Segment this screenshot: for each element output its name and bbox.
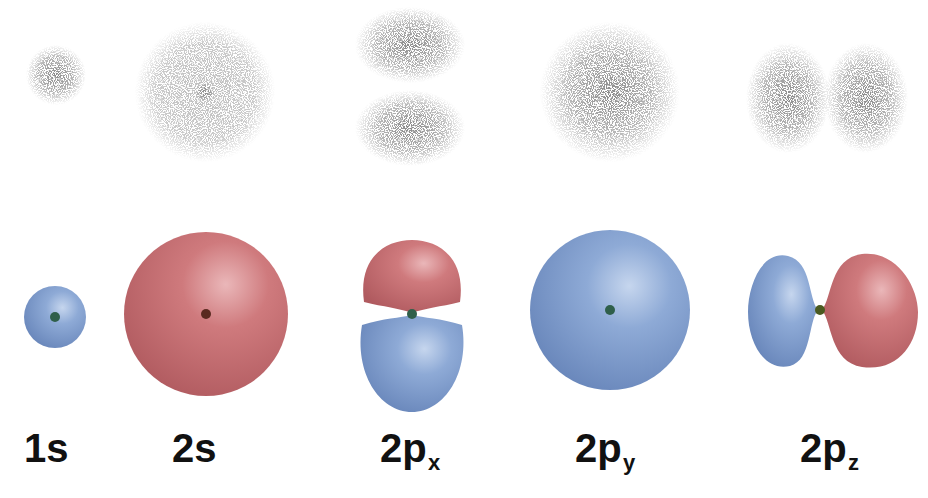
orbital-label: 2s	[172, 428, 217, 468]
orbital-label: 2p	[800, 428, 847, 468]
subscript-label: y	[623, 452, 635, 474]
orbital-label: 1s	[24, 428, 69, 468]
orbital-label: 2p	[380, 428, 427, 468]
subscript-label: z	[848, 452, 859, 474]
subscript-label: x	[428, 452, 440, 474]
orbital-label: 2p	[575, 428, 622, 468]
